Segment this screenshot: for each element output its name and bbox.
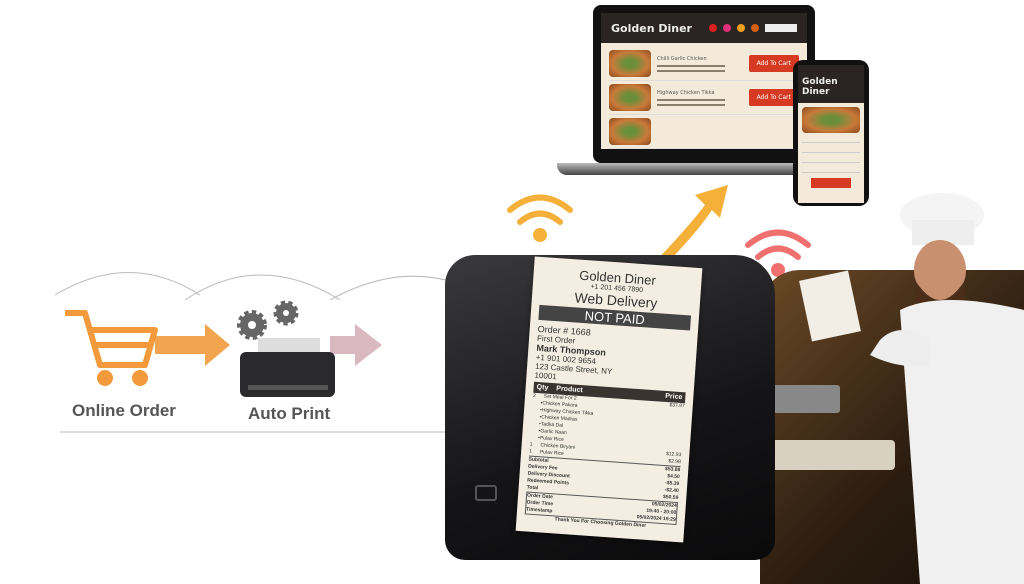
- receipt-label: Total: [526, 484, 539, 492]
- receipt-value: $50.59: [662, 494, 679, 502]
- food-tray: [765, 385, 840, 413]
- printer-icon: [240, 338, 335, 397]
- receipt-price: $2.98: [668, 458, 682, 466]
- item-name: Highway Chicken Tikka: [657, 89, 715, 96]
- arc-1: [54, 272, 201, 296]
- receipt: Golden Diner +1 201 456 7890 Web Deliver…: [515, 256, 703, 543]
- food-image: [609, 118, 651, 145]
- shopping-cart-icon: [65, 310, 158, 386]
- phone: Golden Diner: [793, 60, 869, 206]
- chef-illustration: [870, 193, 1024, 584]
- add-to-cart-button[interactable]: Add To Cart: [748, 89, 799, 106]
- food-image: [609, 84, 651, 111]
- arrow-right-icon: [330, 324, 382, 366]
- laptop-base: [557, 163, 847, 175]
- menu-item: Highway Chicken Tikka Add To Cart: [609, 81, 799, 115]
- arc-2: [184, 274, 341, 301]
- food-image: [802, 107, 860, 133]
- item-name: Chilli Garlic Chicken: [657, 55, 707, 62]
- laptop-brand: Golden Diner: [611, 21, 692, 35]
- phone-button[interactable]: [811, 178, 851, 188]
- wifi-icon: [507, 194, 573, 242]
- arrow-right-icon: [155, 324, 230, 366]
- cutting-board: [765, 440, 895, 470]
- online-order-label: Online Order: [72, 401, 176, 420]
- menu-item: Chilli Garlic Chicken Add To Cart: [609, 47, 799, 81]
- food-image: [609, 50, 651, 77]
- wifi-icon: [745, 229, 811, 277]
- gear-icon: [237, 300, 299, 340]
- auto-print-label: Auto Print: [248, 404, 331, 423]
- menu-item: [609, 115, 799, 149]
- phone-brand: Golden Diner: [798, 65, 864, 103]
- printer-port: [475, 485, 497, 501]
- add-to-cart-button[interactable]: Add To Cart: [748, 55, 799, 72]
- laptop-header: Golden Diner: [601, 13, 807, 43]
- arrow-up-right-icon: [655, 185, 728, 265]
